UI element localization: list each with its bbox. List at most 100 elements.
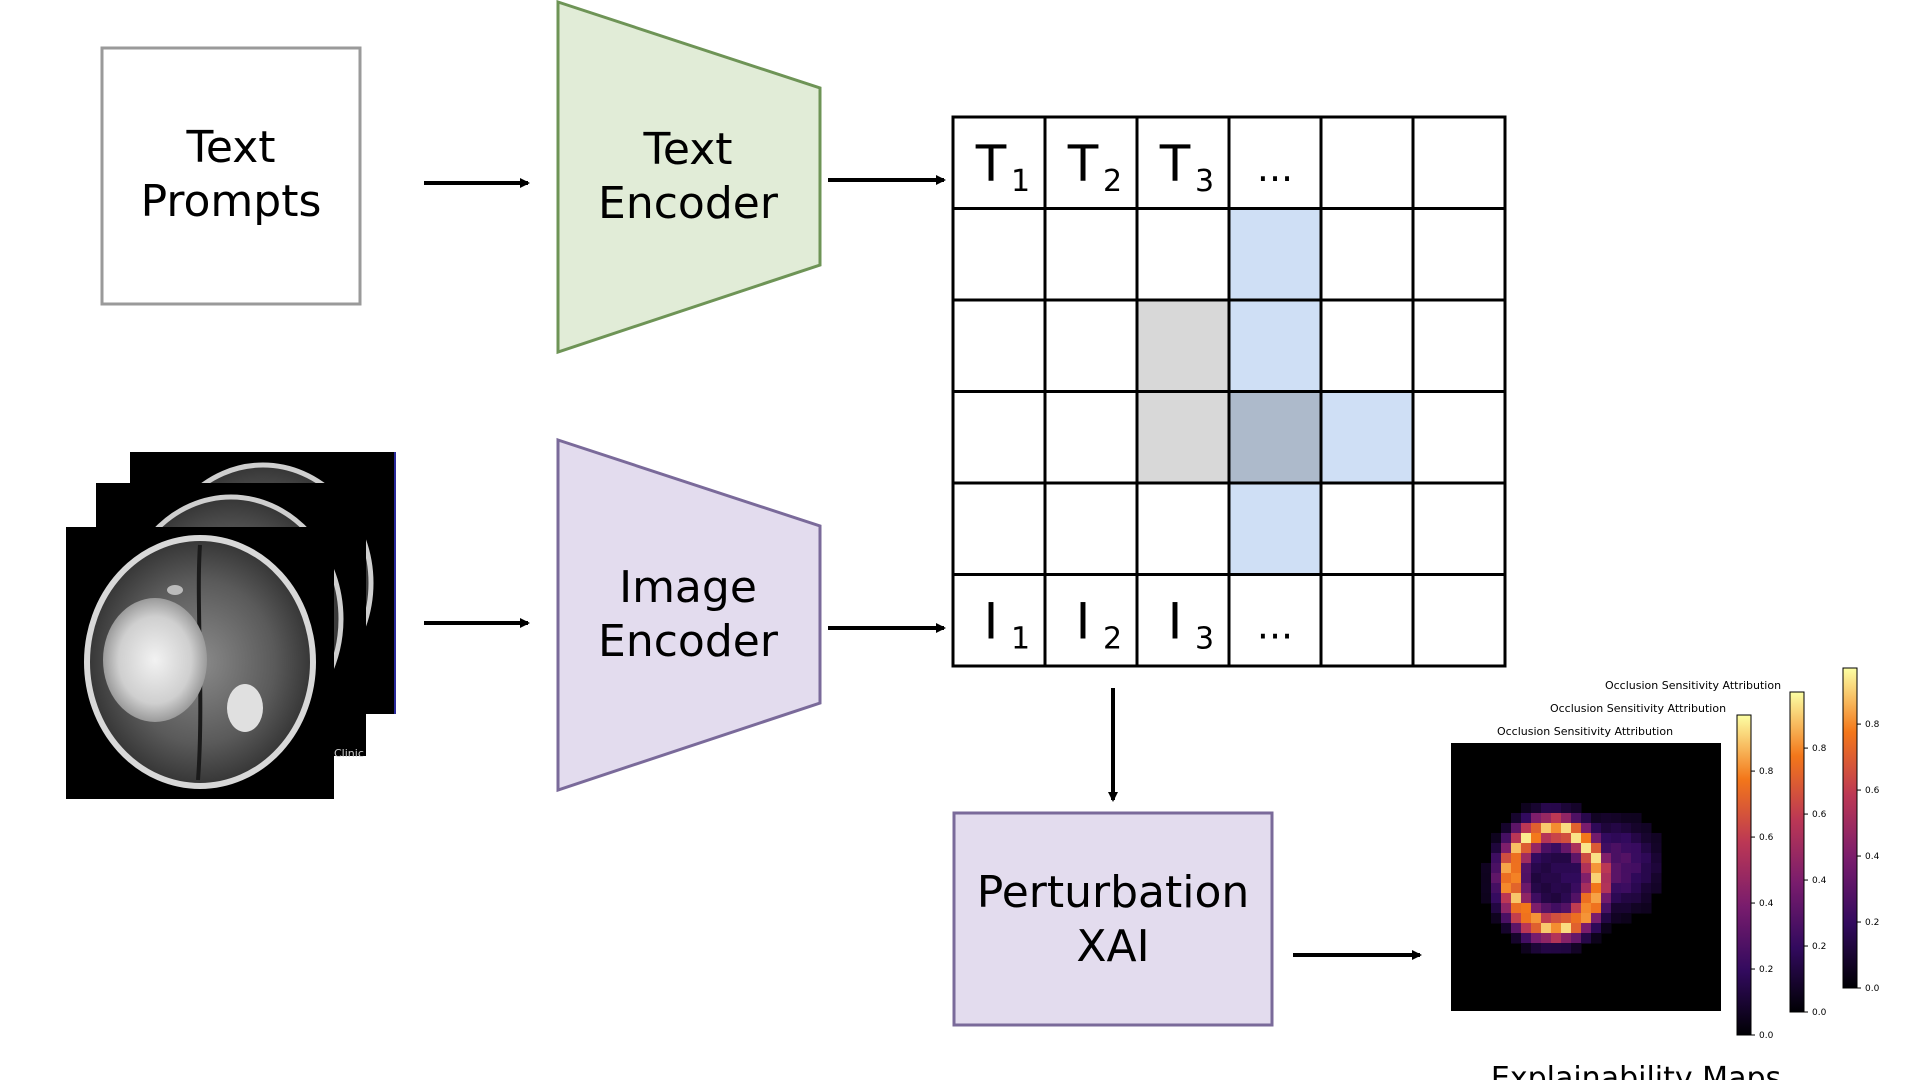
heatmap-cell: [1501, 853, 1512, 864]
heatmap-cell: [1501, 923, 1512, 934]
colorbar-tick-label: 0.8: [1812, 744, 1827, 754]
matrix-cell: [1135, 207, 1231, 302]
image-embedding-label-1: I: [984, 592, 999, 650]
heatmap-cell: [1511, 883, 1522, 894]
heatmap-cell: [1581, 853, 1592, 864]
heatmap-cell: [1531, 823, 1542, 834]
heatmap-cell: [1581, 823, 1592, 834]
heatmap-cell: [1611, 873, 1622, 884]
matrix-cell: [951, 481, 1047, 576]
heatmap-cell: [1511, 903, 1522, 914]
heatmap-cell: [1531, 853, 1542, 864]
heatmap-cell: [1641, 853, 1652, 864]
matrix-cell: [1227, 573, 1323, 668]
heatmap-cell: [1541, 873, 1552, 884]
heatmap-cell: [1591, 913, 1602, 924]
matrix-cell: [1411, 115, 1507, 210]
heatmap-cell: [1621, 913, 1632, 924]
matrix-cell: [1411, 298, 1507, 393]
colorbar-1: [1842, 667, 1858, 989]
text-prompts-label-line2: Prompts: [141, 176, 322, 227]
matrix-cell: [1227, 298, 1323, 393]
heatmap-cell: [1641, 823, 1652, 834]
text-encoder-label-line1: Text: [643, 124, 733, 175]
heatmap-cell: [1581, 913, 1592, 924]
image-embedding-label-3: I: [1168, 592, 1183, 650]
colorbar-tick-label: 0.4: [1759, 899, 1774, 909]
image-embedding-subscript-3: 3: [1195, 621, 1214, 656]
matrix-cell: [1043, 390, 1139, 485]
heatmap-cell: [1641, 843, 1652, 854]
heatmap-cell: [1561, 923, 1572, 934]
heatmap-cell: [1591, 823, 1602, 834]
heatmap-cell: [1581, 883, 1592, 894]
text-prompts-label-line1: Text: [186, 122, 276, 173]
heatmap-cell: [1511, 913, 1522, 924]
heatmap-cell: [1531, 933, 1542, 944]
text-embedding-label-4: ...: [1257, 146, 1293, 190]
heatmap-cell: [1611, 833, 1622, 844]
heatmap-cell: [1521, 863, 1532, 874]
heatmap-cell: [1521, 903, 1532, 914]
heatmap-cell: [1491, 903, 1502, 914]
heatmap-cell: [1611, 863, 1622, 874]
matrix-cell: [1135, 298, 1231, 393]
heatmap-cell: [1611, 813, 1622, 824]
heatmap-cell: [1511, 853, 1522, 864]
heatmap-cell: [1561, 893, 1572, 904]
heatmap-cell: [1641, 833, 1652, 844]
heatmap-cell: [1491, 913, 1502, 924]
heatmap-cell: [1591, 873, 1602, 884]
heatmap-cell: [1591, 843, 1602, 854]
heatmap-cell: [1641, 883, 1652, 894]
heatmap-cell: [1481, 873, 1492, 884]
heatmap-cell: [1601, 883, 1612, 894]
colorbar-tick-label: 0.0: [1812, 1008, 1827, 1018]
heatmap-cell: [1631, 863, 1642, 874]
heatmap-cell: [1641, 873, 1652, 884]
heatmap-cell: [1541, 933, 1552, 944]
heatmap-cell: [1571, 933, 1582, 944]
heatmap-cell: [1531, 893, 1542, 904]
heatmap-cell: [1571, 833, 1582, 844]
heatmap-cell: [1531, 943, 1542, 954]
heatmap-cell: [1561, 903, 1572, 914]
colorbar-tick-label: 0.2: [1759, 965, 1773, 975]
mri-watermark: Clinic: [334, 747, 364, 760]
heatmap-cell: [1531, 923, 1542, 934]
heatmap-cell: [1561, 853, 1572, 864]
colorbar-3: [1736, 714, 1752, 1036]
heatmap-cell: [1511, 873, 1522, 884]
heatmap-cell: [1601, 823, 1612, 834]
heatmap-cell: [1611, 823, 1622, 834]
heatmap-cell: [1601, 853, 1612, 864]
map-title-front: Occlusion Sensitivity Attribution: [1497, 725, 1673, 738]
heatmap-cell: [1521, 823, 1532, 834]
heatmap-cell: [1511, 863, 1522, 874]
heatmap-cell: [1581, 813, 1592, 824]
heatmap-cell: [1521, 893, 1532, 904]
heatmap-cell: [1491, 853, 1502, 864]
matrix-cell: [1043, 298, 1139, 393]
heatmap-cell: [1591, 833, 1602, 844]
heatmap-cell: [1581, 873, 1592, 884]
matrix-cell: [1411, 207, 1507, 302]
heatmap-cell: [1551, 823, 1562, 834]
heatmap-cell: [1491, 843, 1502, 854]
heatmap-cell: [1561, 873, 1572, 884]
heatmap-cell: [1541, 803, 1552, 814]
heatmap-cell: [1651, 883, 1662, 894]
heatmap-cell: [1541, 903, 1552, 914]
heatmap-cell: [1621, 893, 1632, 904]
mri-slice-front: [66, 527, 334, 799]
heatmap-cell: [1541, 843, 1552, 854]
heatmap-cell: [1591, 933, 1602, 944]
matrix-cell: [1411, 390, 1507, 485]
image-encoder: Image Encoder: [556, 437, 822, 793]
matrix-cell: [951, 573, 1047, 668]
heatmap-cell: [1531, 843, 1542, 854]
heatmap-cell: [1651, 863, 1662, 874]
heatmap-cell: [1531, 913, 1542, 924]
matrix-cell: [1227, 115, 1323, 210]
